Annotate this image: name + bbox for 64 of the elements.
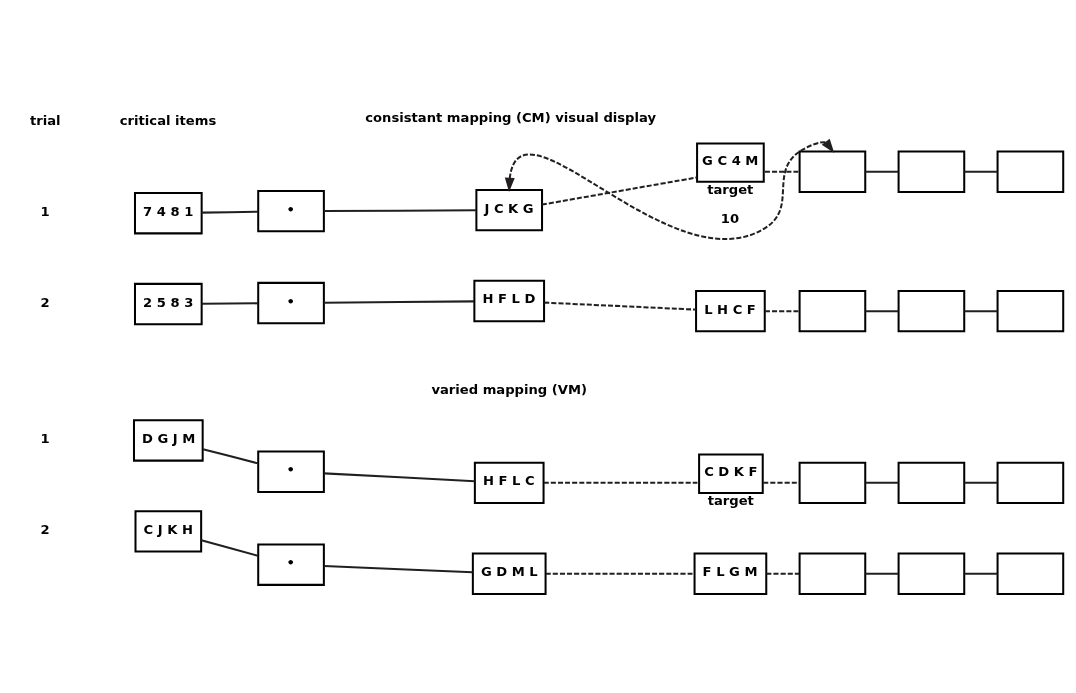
connector	[765, 310, 800, 313]
label: 1	[40, 203, 50, 219]
node-box: C D K F	[698, 453, 764, 494]
node-box: J C K G	[475, 188, 544, 232]
node-box: F L G M	[693, 552, 768, 595]
node-box: 2 5 8 3	[134, 282, 203, 326]
node-box: G C 4 M	[696, 142, 765, 183]
node-box	[798, 552, 867, 595]
node-box	[996, 289, 1065, 333]
node-box	[798, 289, 867, 333]
connector	[201, 302, 259, 305]
connector	[201, 539, 259, 557]
node-box	[897, 150, 966, 193]
connector	[865, 481, 899, 484]
node-box: 7 4 8 1	[134, 191, 203, 235]
connector	[323, 300, 475, 304]
connector	[323, 565, 473, 574]
node-box	[996, 150, 1065, 193]
connector	[323, 472, 475, 483]
edge-label: 10	[720, 210, 740, 226]
node-label: target	[707, 493, 754, 509]
node-box: L H C F	[695, 289, 766, 333]
connector	[865, 170, 899, 173]
node-box	[897, 552, 966, 595]
node-box: •	[257, 450, 325, 493]
label: varied mapping (VM)	[431, 382, 588, 398]
connector	[964, 481, 998, 484]
label: 2	[40, 521, 50, 537]
connector	[865, 310, 899, 313]
connector	[323, 209, 477, 212]
node-box	[798, 150, 867, 193]
connector	[964, 170, 998, 173]
node-box: G D M L	[471, 552, 547, 595]
node-box: D G J M	[132, 419, 204, 462]
label: 1	[40, 430, 50, 446]
node-box: •	[257, 281, 325, 325]
node-box	[996, 461, 1065, 505]
label: consistant mapping (CM) visual display	[365, 109, 656, 125]
arrow	[504, 138, 835, 240]
connector	[766, 572, 800, 575]
node-label: target	[707, 182, 754, 198]
node-box	[897, 461, 966, 505]
node-box	[798, 461, 867, 505]
connector	[202, 448, 259, 465]
connector	[544, 481, 698, 484]
node-box: H F L D	[473, 279, 546, 323]
node-box: H F L C	[473, 461, 545, 505]
node-box: C J K H	[134, 510, 203, 553]
label: 2	[40, 294, 50, 310]
connector	[964, 310, 998, 313]
node-box: •	[257, 189, 325, 233]
connector	[763, 481, 800, 484]
node-box	[897, 289, 966, 333]
connector	[765, 170, 800, 173]
connector	[545, 572, 695, 575]
label: critical items	[119, 112, 217, 128]
connector	[865, 572, 899, 575]
node-box: •	[257, 543, 325, 586]
connector	[544, 301, 696, 311]
node-box	[996, 552, 1065, 595]
connector	[964, 572, 998, 575]
connector	[541, 176, 697, 206]
connector	[201, 210, 259, 214]
label: trial	[29, 112, 61, 128]
